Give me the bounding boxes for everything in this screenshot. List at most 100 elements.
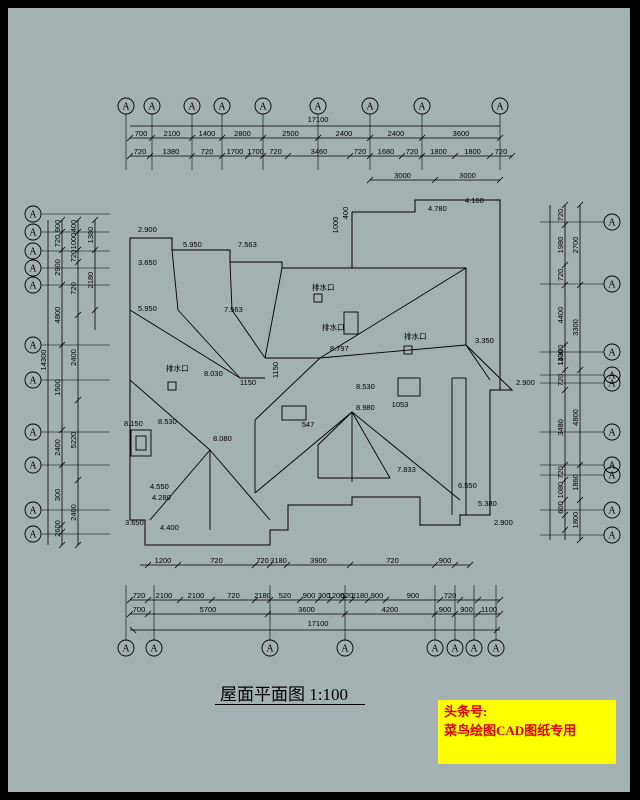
right-row1-value: 720 bbox=[556, 209, 565, 222]
elevation-mark: 8.030 bbox=[204, 369, 223, 378]
left-row1-value: 900 bbox=[53, 220, 62, 233]
top-row2-tick bbox=[244, 152, 252, 160]
drawing-sheet bbox=[8, 8, 630, 792]
top-row2-value: 720 bbox=[134, 147, 147, 156]
right-row1-value: 1980 bbox=[556, 237, 565, 254]
elevation-mark: 4.280 bbox=[152, 493, 171, 502]
left-row3-tick bbox=[91, 216, 99, 224]
bottom-row1-value: 1200 bbox=[155, 556, 172, 565]
right-axis-9-label: A bbox=[608, 531, 616, 542]
elevation-mark: 7.563 bbox=[224, 305, 243, 314]
right-row1-tick bbox=[561, 496, 569, 504]
bottom-axis-1-label: A bbox=[150, 644, 158, 655]
drain-label: 排水口 bbox=[166, 363, 189, 373]
bottom-row2-tick bbox=[382, 596, 390, 604]
bottom-row2-value: 900 bbox=[407, 591, 420, 600]
right-row1-value: 720 bbox=[556, 466, 565, 479]
left-row2-value: 2400 bbox=[69, 504, 78, 521]
top-row2-value: 1380 bbox=[163, 147, 180, 156]
bottom-row2-value: 720 bbox=[227, 591, 240, 600]
left-row3-value: 1380 bbox=[86, 227, 95, 244]
elevation-mark: 3.650 bbox=[125, 518, 144, 527]
elevation-mark: 2.900 bbox=[494, 518, 513, 527]
right-row2-tick bbox=[576, 366, 584, 374]
drawing-title: 屋面平面图 1:100 bbox=[220, 685, 348, 704]
top-row2-value: 1680 bbox=[378, 147, 395, 156]
roof-outline bbox=[129, 199, 514, 546]
bottom-row1-value: 720 bbox=[386, 556, 399, 565]
left-row1-value: 4800 bbox=[53, 307, 62, 324]
right-row1-value: 720 bbox=[556, 374, 565, 387]
left-row2-tick bbox=[74, 246, 82, 254]
right-axis-5-label: A bbox=[608, 428, 616, 439]
top-row2-value: 1700 bbox=[227, 147, 244, 156]
drain-label: 排水口 bbox=[312, 282, 335, 292]
right-axis-7-label: A bbox=[608, 471, 616, 482]
top-row2-tick bbox=[284, 152, 292, 160]
right-axis-1-label: A bbox=[608, 280, 616, 291]
right-dimension-lines bbox=[549, 205, 581, 540]
top-row1-value: 2100 bbox=[164, 129, 181, 138]
inner-dimension: 1053 bbox=[392, 400, 409, 409]
drain-label: 排水口 bbox=[404, 331, 427, 341]
left-row2-tick bbox=[74, 476, 82, 484]
bottom-row3-value: 3600 bbox=[298, 605, 315, 614]
bottom-row2-tick bbox=[126, 596, 134, 604]
bottom-axis-5-label: A bbox=[451, 644, 459, 655]
bottom-axis-4-label: A bbox=[431, 644, 439, 655]
right-row2-tick bbox=[576, 201, 584, 209]
bottom-axis-7-label: A bbox=[492, 644, 500, 655]
left-dimension-text: 1430090072029004800150024003002600400100… bbox=[39, 220, 95, 537]
right-row1-tick bbox=[561, 511, 569, 519]
left-row1-value: 2400 bbox=[53, 439, 62, 456]
top-row3-value: 3000 bbox=[459, 171, 476, 180]
bottom-dimension-ticks bbox=[126, 561, 504, 634]
elevation-mark: 5.950 bbox=[138, 304, 157, 313]
left-axis-5-label: A bbox=[29, 341, 37, 352]
right-row1-tick bbox=[561, 261, 569, 269]
bottom-overall-tick bbox=[493, 626, 501, 634]
top-row1-value: 2800 bbox=[234, 129, 251, 138]
bottom-row1-tick bbox=[266, 561, 274, 569]
top-row1-value: 2500 bbox=[282, 129, 299, 138]
elevation-mark: 7.833 bbox=[397, 465, 416, 474]
elevation-mark: 6.550 bbox=[458, 481, 477, 490]
bottom-row2-value: 900 bbox=[303, 591, 316, 600]
bottom-row2-value: 300 bbox=[318, 591, 331, 600]
left-row1-tick bbox=[58, 541, 66, 549]
right-axis-4-label: A bbox=[608, 379, 616, 390]
left-row2-value: 720 bbox=[69, 250, 78, 263]
bottom-row1-tick bbox=[346, 561, 354, 569]
right-row1-value: 4400 bbox=[556, 307, 565, 324]
top-axis-3-label: A bbox=[218, 102, 226, 113]
bottom-row2-value: 2100 bbox=[188, 591, 205, 600]
bottom-row3-tick bbox=[144, 610, 152, 618]
bottom-row2-value: 520 bbox=[279, 591, 292, 600]
left-row2-value: 400 bbox=[69, 220, 78, 233]
right-row2-tick bbox=[576, 536, 584, 544]
bottom-row3-value: 5700 bbox=[200, 605, 217, 614]
top-row2-value: 720 bbox=[354, 147, 367, 156]
right-row1-value: 600 bbox=[556, 501, 565, 514]
left-row1-tick bbox=[58, 246, 66, 254]
top-row2-value: 720 bbox=[406, 147, 419, 156]
bottom-axis-2-label: A bbox=[266, 644, 274, 655]
bottom-row1-tick bbox=[174, 561, 182, 569]
bottom-row2-tick bbox=[364, 596, 372, 604]
right-row1-value: 3480 bbox=[556, 419, 565, 436]
left-row1-tick bbox=[58, 521, 66, 529]
roof-openings bbox=[130, 293, 421, 457]
elevation-mark: 5.950 bbox=[183, 240, 202, 249]
top-row2-tick bbox=[508, 152, 516, 160]
right-row2-tick bbox=[576, 281, 584, 289]
bottom-axis-6-label: A bbox=[470, 644, 478, 655]
bottom-row2-tick bbox=[144, 596, 152, 604]
top-row2-tick bbox=[486, 152, 494, 160]
left-row1-value: 2900 bbox=[53, 259, 62, 276]
top-row2-tick bbox=[346, 152, 354, 160]
